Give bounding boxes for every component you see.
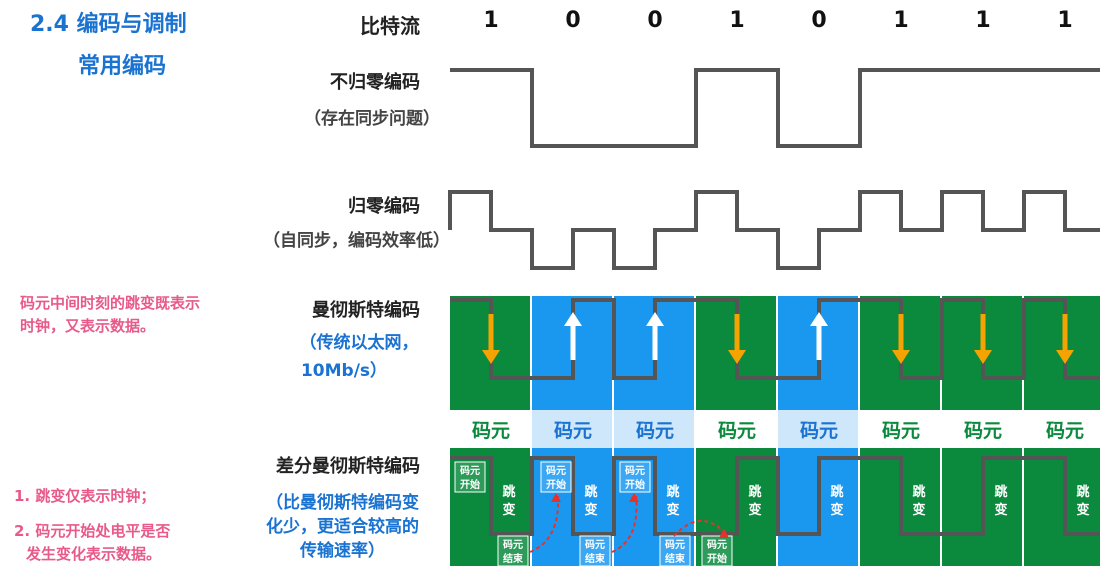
diff-cell — [1024, 448, 1100, 566]
end-tag-bottom: 结束 — [665, 552, 686, 565]
rz-label: 归零编码 — [348, 196, 420, 217]
start-tag-top: 码元 — [460, 465, 480, 477]
start-tag-top: 码元 — [546, 465, 566, 477]
diff-side-note-1: 1. 跳变仅表示时钟； — [14, 487, 156, 505]
cell-label: 码元 — [800, 420, 838, 442]
cell-label: 码元 — [964, 420, 1002, 442]
start-tag-box — [454, 461, 486, 493]
start-tag-top: 码元 — [707, 539, 727, 551]
jump-label-bottom: 变 — [1076, 502, 1089, 518]
jump-label-top: 跳 — [748, 484, 761, 500]
bitstream-label: 比特流 — [360, 14, 420, 38]
diff-manchester-wave — [450, 456, 1100, 536]
end-tag-top: 码元 — [503, 539, 523, 551]
jump-label-bottom: 变 — [584, 502, 597, 518]
end-tag-top: 码元 — [585, 539, 605, 551]
start-tag-bottom: 开始 — [707, 552, 727, 565]
jump-label-top: 跳 — [912, 484, 925, 500]
cell-label-bg — [696, 410, 776, 448]
bit-label: 1 — [729, 8, 745, 33]
cell-label-bg — [778, 410, 858, 448]
jump-label-top: 跳 — [830, 484, 843, 500]
dashed-arrow — [529, 495, 560, 553]
rz-wave — [448, 190, 1100, 270]
manchester-note-2: 10Mb/s） — [300, 361, 388, 381]
page-subtitle: 常用编码 — [78, 54, 167, 79]
diff-side-note-2a: 2. 码元开始处电平是否 — [14, 522, 171, 540]
cell-label-bg — [860, 410, 940, 448]
bit-label: 1 — [483, 8, 499, 33]
start-tag-box — [619, 461, 651, 493]
jump-label-top: 跳 — [666, 484, 679, 500]
jump-label-bottom: 变 — [666, 502, 679, 518]
bit-label: 0 — [811, 8, 827, 33]
nrz-wave — [450, 68, 1100, 148]
jump-label-bottom: 变 — [502, 502, 515, 518]
jump-label-bottom: 变 — [830, 502, 843, 518]
start-tag-bottom: 开始 — [546, 478, 566, 491]
manchester-side-note-1: 码元中间时刻的跳变既表示 — [20, 294, 201, 312]
end-tag-box — [497, 535, 529, 567]
jump-label-top: 跳 — [994, 484, 1007, 500]
bit-label: 0 — [565, 8, 581, 33]
cell-label-bg — [450, 410, 530, 448]
end-tag-bottom: 结束 — [585, 552, 606, 565]
cell-label-bg — [942, 410, 1022, 448]
manchester-side-note-2: 时钟，又表示数据。 — [20, 317, 156, 335]
end-tag-box — [579, 535, 611, 567]
jump-label-bottom: 变 — [994, 502, 1007, 518]
dashed-arrow-head-icon — [629, 493, 639, 502]
cell-label: 码元 — [554, 420, 592, 442]
manchester-note-1: （传统以太网， — [299, 333, 419, 353]
bit-label: 1 — [893, 8, 909, 33]
jump-label-top: 跳 — [502, 484, 515, 500]
diff-side-note-2b: 发生变化表示数据。 — [26, 545, 162, 563]
down-arrow-head-icon — [1056, 350, 1074, 364]
end-tag-top: 码元 — [665, 539, 685, 551]
start-tag-bottom: 开始 — [625, 478, 645, 491]
rz-note: （自同步，编码效率低） — [263, 231, 450, 251]
jump-label-bottom: 变 — [748, 502, 761, 518]
cell-label-bg — [532, 410, 612, 448]
nrz-label: 不归零编码 — [330, 72, 420, 93]
page-title: 2.4 编码与调制 — [30, 12, 187, 37]
start-tag-bottom: 开始 — [460, 478, 480, 491]
manchester-label: 曼彻斯特编码 — [312, 300, 420, 321]
start-tag-box — [540, 461, 572, 493]
up-arrow-head-icon — [646, 312, 664, 326]
diff-manchester-note-1: （比曼彻斯特编码变 — [266, 493, 419, 513]
dashed-arrow-head-icon — [551, 493, 561, 502]
cell-label: 码元 — [718, 420, 756, 442]
cell-label: 码元 — [1046, 420, 1084, 442]
jump-label-bottom: 变 — [912, 502, 925, 518]
start-tag-box — [701, 535, 733, 567]
diff-manchester-label: 差分曼彻斯特编码 — [276, 456, 420, 477]
jump-label-top: 跳 — [1076, 484, 1089, 500]
end-tag-bottom: 结束 — [503, 552, 524, 565]
cell-label: 码元 — [882, 420, 920, 442]
end-tag-box — [659, 535, 691, 567]
nrz-note: （存在同步问题） — [304, 109, 440, 129]
dashed-arrow — [673, 519, 725, 537]
bit-label: 1 — [1057, 8, 1073, 33]
start-tag-top: 码元 — [625, 465, 645, 477]
bit-label: 0 — [647, 8, 663, 33]
cell-label: 码元 — [636, 420, 674, 442]
jump-label-top: 跳 — [584, 484, 597, 500]
cell-label-bg — [614, 410, 694, 448]
dashed-arrow-head-icon — [719, 529, 729, 538]
dashed-arrow — [611, 495, 638, 553]
down-arrow-head-icon — [974, 350, 992, 364]
diff-manchester-note-2: 化少，更适合较高的 — [266, 517, 419, 537]
bit-label: 1 — [975, 8, 991, 33]
down-arrow-head-icon — [482, 350, 500, 364]
down-arrow-head-icon — [728, 350, 746, 364]
up-arrow-head-icon — [564, 312, 582, 326]
cell-label-bg — [1024, 410, 1100, 448]
cell-label: 码元 — [472, 420, 510, 442]
diff-manchester-note-3: 传输速率） — [300, 541, 385, 561]
up-arrow-head-icon — [810, 312, 828, 326]
down-arrow-head-icon — [892, 350, 910, 364]
